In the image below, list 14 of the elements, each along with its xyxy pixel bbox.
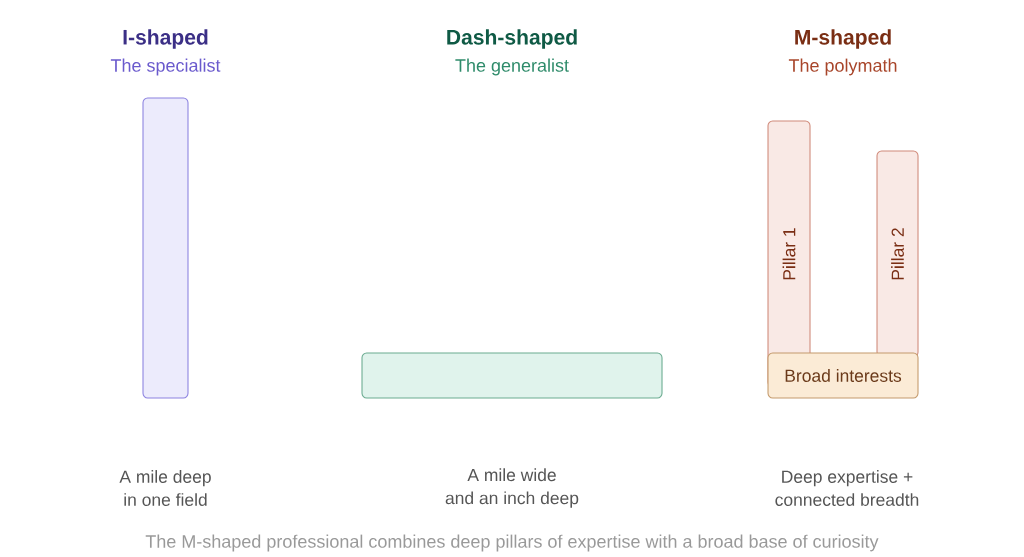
- heading: M-shaped: [795, 29, 891, 49]
- heading: I-shaped: [123, 29, 208, 49]
- subtitle: The polymath: [788, 58, 897, 76]
- pillar-bar: Pillar 2: [876, 150, 919, 358]
- description: Deep expertise + connected breadth: [775, 470, 919, 506]
- caption: The M-shaped professional combines deep pillars of expertise with a broad base of curiosity: [145, 534, 879, 552]
- description: A mile wide and an inch deep: [445, 468, 579, 508]
- heading: Dash-shaped: [447, 29, 577, 49]
- subtitle: The generalist: [455, 58, 569, 76]
- base-bar: Broad interests: [767, 352, 919, 399]
- horizontal-bar: [361, 352, 663, 399]
- description: A mile deep in one field: [119, 470, 211, 506]
- subtitle: The specialist: [110, 58, 221, 76]
- vertical-bar: [142, 97, 189, 399]
